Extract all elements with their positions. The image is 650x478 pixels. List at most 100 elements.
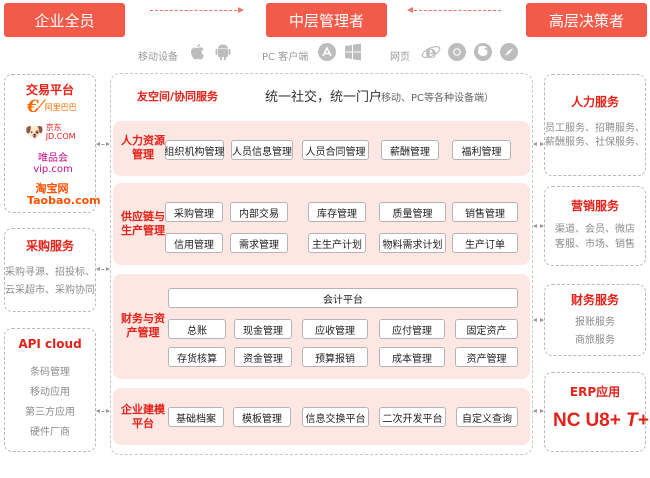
- band-title: 人力资源 管理: [121, 134, 165, 161]
- module-chip[interactable]: 物料需求计划: [379, 233, 446, 253]
- panel-title: ERP应用: [569, 385, 621, 399]
- module-chip[interactable]: 组织机构管理: [165, 140, 225, 160]
- role-label: 高层决策者: [548, 11, 624, 30]
- chrome-icon: [446, 41, 468, 63]
- device-label-web: 网页: [390, 52, 410, 63]
- panel-title: 财务服务: [570, 293, 619, 307]
- panel-text: 商旅服务: [575, 335, 615, 346]
- hr-management-band: 人力资源 管理 组织机构管理 人员信息管理 人员合同管理 薪酬管理 福利管理: [113, 121, 530, 176]
- device-label-mobile: 移动设备: [138, 52, 178, 63]
- module-chip[interactable]: 现金管理: [234, 319, 292, 339]
- enterprise-modeling-band: 企业建模 平台 基础档案 模板管理 信息交换平台 二次开发平台 自定义查询: [113, 388, 530, 445]
- module-chip[interactable]: 预算报销: [302, 347, 368, 367]
- module-chip[interactable]: 薪酬管理: [381, 140, 439, 160]
- supply-chain-band: 供应链与 生产管理 采购管理 内部交易 库存管理 质量管理 销售管理 信用管理 …: [113, 183, 530, 265]
- windows-icon: [342, 41, 364, 63]
- module-chip[interactable]: 福利管理: [452, 140, 511, 160]
- panel-text: 客服、市场、销售: [555, 239, 635, 250]
- portal-title: 友空间/协同服务: [137, 90, 219, 103]
- app-store-icon: [316, 41, 338, 63]
- panel-text: 移动应用: [30, 387, 70, 398]
- module-chip[interactable]: 生产订单: [452, 233, 518, 253]
- t-plus-logo: T+: [625, 410, 649, 431]
- connector: [533, 318, 544, 322]
- finance-asset-band: 财务与资 产管理 会计平台 总账 现金管理 应收管理 应付管理 固定资产 存货核…: [113, 274, 530, 379]
- panel-title: 营销服务: [570, 199, 619, 213]
- band-title: 企业建模 平台: [121, 403, 165, 430]
- role-middle-managers: 中层管理者: [266, 3, 387, 37]
- panel-text: 报账服务: [575, 317, 615, 328]
- mobile-icons: [186, 41, 234, 63]
- accounting-platform-bar[interactable]: 会计平台: [168, 288, 518, 308]
- connector: [96, 267, 110, 271]
- module-chip[interactable]: 存货核算: [168, 347, 226, 367]
- module-chip[interactable]: 应付管理: [379, 319, 445, 339]
- portal-main-text: 统一社交，统一门户: [265, 90, 383, 105]
- browser-icons: e: [420, 41, 520, 63]
- module-chip[interactable]: 信用管理: [165, 233, 223, 253]
- role-label: 中层管理者: [288, 11, 364, 30]
- center-platform-frame: [110, 73, 533, 455]
- android-icon: [212, 41, 234, 63]
- panel-title: 采购服务: [25, 239, 74, 253]
- panel-text: 第三方应用: [25, 407, 75, 418]
- marketing-service-panel: 营销服务 渠道、会员、微店 客服、市场、销售: [544, 186, 646, 266]
- module-chip[interactable]: 质量管理: [379, 202, 446, 222]
- u8-logo: U8+: [585, 410, 621, 431]
- panel-title: 交易平台: [25, 83, 74, 97]
- vip-logo: 唯品会 vip.com: [33, 153, 73, 175]
- band-title: 供应链与 生产管理: [121, 210, 165, 237]
- module-chip[interactable]: 内部交易: [230, 202, 288, 222]
- module-chip[interactable]: 模板管理: [233, 407, 291, 427]
- connector: [533, 409, 544, 413]
- module-chip[interactable]: 总账: [168, 319, 226, 339]
- trade-platform-panel: 交易平台 €⁄ 阿里巴巴 🐶 京东 JD.COM 唯品会 vip.com 淘宝网…: [4, 74, 101, 213]
- module-chip[interactable]: 销售管理: [452, 202, 518, 222]
- module-chip[interactable]: 主生产计划: [308, 233, 366, 253]
- panel-text: 硬件厂商: [30, 427, 70, 438]
- device-label-pc: PC 客户端: [262, 52, 309, 63]
- taobao-logo: 淘宝网 Taobao.com: [27, 182, 101, 207]
- role-all-staff: 企业全员: [4, 3, 125, 37]
- module-chip[interactable]: 需求管理: [230, 233, 288, 253]
- alibaba-logo: €⁄ 阿里巴巴: [27, 97, 77, 117]
- hr-service-panel: 人力服务 员工服务、招聘服务、 薪酬服务、社保服务、: [544, 74, 646, 176]
- panel-text: 条码管理: [30, 367, 70, 378]
- module-chip[interactable]: 资产管理: [455, 347, 518, 367]
- erp-logos: NC U8+ T+: [553, 411, 649, 431]
- panel-title: API cloud: [18, 337, 82, 351]
- module-chip[interactable]: 基础档案: [168, 407, 224, 427]
- module-chip[interactable]: 固定资产: [455, 319, 518, 339]
- module-chip[interactable]: 库存管理: [308, 202, 366, 222]
- role-executives: 高层决策者: [526, 3, 647, 37]
- module-chip[interactable]: 应收管理: [302, 319, 368, 339]
- connector: [533, 224, 544, 228]
- module-chip[interactable]: 人员信息管理: [231, 140, 293, 160]
- panel-text: 渠道、会员、微店: [555, 224, 635, 235]
- firefox-icon: [472, 41, 494, 63]
- module-chip[interactable]: 资金管理: [234, 347, 292, 367]
- module-chip[interactable]: 自定义查询: [456, 407, 518, 427]
- jd-logo: 🐶 京东 JD.COM: [25, 123, 76, 141]
- portal-sub-text: （移动、PC等各种设备端）: [371, 93, 495, 104]
- module-chip[interactable]: 采购管理: [165, 202, 223, 222]
- pc-icons: [316, 41, 364, 63]
- erp-apps-panel: ERP应用 NC U8+ T+: [544, 372, 649, 452]
- panel-text: 薪酬服务、社保服务、: [545, 137, 645, 148]
- nc-logo: NC: [553, 410, 581, 431]
- panel-text: 采购寻源、招投标、: [5, 267, 95, 278]
- panel-text: 员工服务、招聘服务、: [545, 123, 645, 134]
- role-label: 企业全员: [34, 11, 95, 30]
- ie-browser-icon: e: [420, 41, 442, 63]
- finance-service-panel: 财务服务 报账服务 商旅服务: [544, 284, 646, 356]
- connector: [96, 142, 110, 146]
- arrow-connector: [407, 7, 501, 13]
- module-chip[interactable]: 成本管理: [379, 347, 445, 367]
- panel-text: 云采超市、采购协同: [5, 285, 95, 296]
- module-chip[interactable]: 人员合同管理: [302, 140, 369, 160]
- module-chip[interactable]: 信息交换平台: [302, 407, 369, 427]
- module-chip[interactable]: 二次开发平台: [379, 407, 446, 427]
- band-title: 财务与资 产管理: [121, 312, 165, 339]
- connector: [533, 142, 544, 146]
- svg-text:e: e: [425, 42, 436, 62]
